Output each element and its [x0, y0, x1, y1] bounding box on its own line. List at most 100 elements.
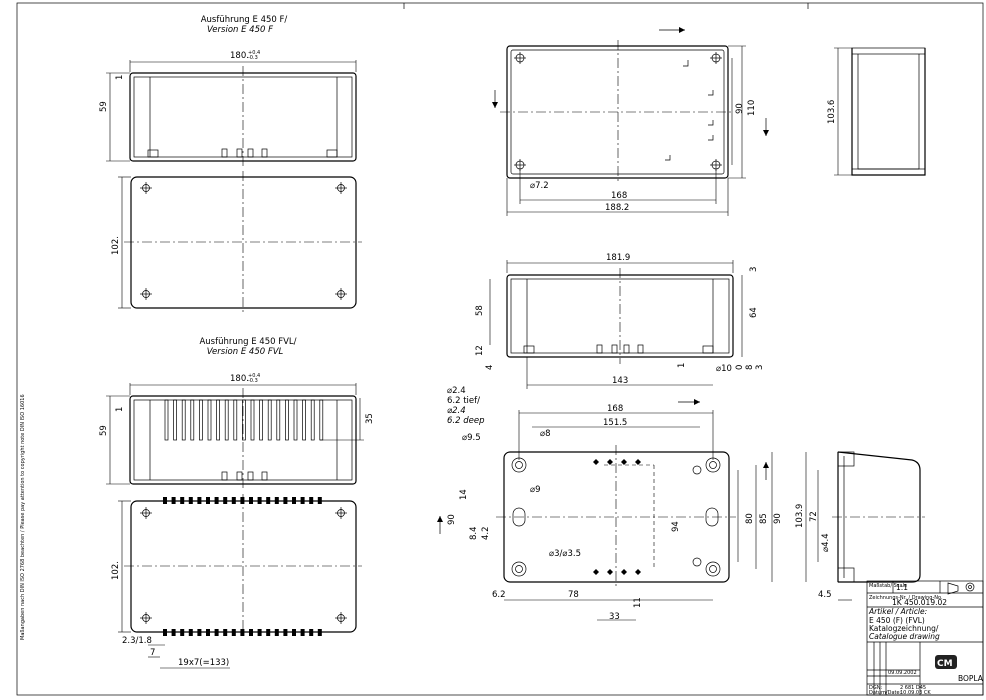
svg-text:6.2: 6.2	[492, 590, 506, 600]
fin-tab	[283, 497, 288, 504]
fin-tab	[309, 629, 314, 636]
title-f-de: Ausführung E 450 F/	[201, 15, 288, 25]
fin-tab	[223, 497, 228, 504]
svg-text:-0.3: -0.3	[248, 378, 258, 384]
fin-tab	[283, 629, 288, 636]
svg-text:⌀10: ⌀10	[716, 364, 732, 374]
svg-text:4.5: 4.5	[818, 590, 832, 600]
side-note: Maßangaben nach DIN ISO 2768 beachten / …	[20, 394, 26, 640]
dim-180-top: 180.	[230, 51, 249, 61]
svg-text:+0.4: +0.4	[248, 373, 260, 379]
fin-tab	[249, 497, 253, 504]
svg-text:180.: 180.	[230, 374, 249, 384]
fin-tab	[317, 629, 322, 636]
fin-tab	[180, 629, 185, 636]
svg-text:DGN:: DGN:	[869, 685, 882, 691]
fin-tab	[240, 629, 245, 636]
svg-text:1: 1	[677, 363, 687, 368]
dim-59: 59	[99, 101, 109, 112]
svg-text:151.5: 151.5	[603, 418, 627, 428]
svg-text:0: 0	[735, 365, 745, 370]
svg-text:7: 7	[150, 648, 155, 658]
svg-text:11: 11	[633, 597, 643, 608]
fin-tab	[249, 629, 253, 636]
view-f-top: 102.	[111, 171, 362, 314]
svg-text:-0.3: -0.3	[248, 55, 258, 61]
article-number: E 450 (F) (FVL)	[869, 616, 925, 625]
fin-tab	[274, 629, 279, 636]
cooling-fin	[259, 399, 263, 441]
fin-tab	[206, 497, 210, 504]
svg-text:72: 72	[809, 511, 819, 522]
fin-tab	[240, 497, 245, 504]
cooling-fin	[242, 399, 246, 441]
dim-102: 102.	[111, 236, 121, 255]
fin-tab	[317, 497, 322, 504]
fin-tab	[231, 629, 236, 636]
svg-text:8.4: 8.4	[469, 526, 479, 540]
svg-text:+0.4: +0.4	[248, 50, 260, 56]
cooling-fin	[224, 399, 229, 441]
fin-tab	[231, 497, 236, 504]
cooling-fin	[293, 399, 298, 441]
fin-tab	[257, 497, 262, 504]
fin-tab	[223, 629, 228, 636]
cooling-fin	[164, 399, 169, 441]
dim-181-9: 181.9	[606, 253, 630, 263]
svg-text:90: 90	[447, 514, 457, 525]
svg-text:90: 90	[773, 513, 783, 524]
cooling-fin	[250, 399, 255, 441]
view-section-u: 103.6	[827, 47, 926, 176]
fin-tab	[197, 629, 202, 636]
svg-text:64: 64	[749, 307, 759, 318]
svg-text:4: 4	[485, 365, 495, 370]
svg-text:⌀3/⌀3.5: ⌀3/⌀3.5	[549, 549, 581, 559]
svg-text:1: 1	[115, 407, 125, 412]
svg-text:85: 85	[759, 513, 769, 524]
mounting-point	[607, 459, 613, 465]
view-f-front: Ausführung E 450 F/ Version E 450 F 180.…	[99, 15, 357, 166]
fin-tab	[180, 497, 185, 504]
fin-tab	[163, 629, 167, 636]
mounting-point	[607, 569, 613, 575]
dim-103-6: 103.6	[827, 100, 837, 124]
svg-text:110: 110	[747, 100, 757, 116]
svg-text:⌀4.4: ⌀4.4	[821, 533, 831, 552]
fin-tab	[300, 497, 305, 504]
svg-text:1: 1	[115, 75, 125, 80]
svg-text:12: 12	[475, 345, 485, 356]
svg-text:1:1: 1:1	[896, 583, 908, 592]
view-fvl-top: 102. 2.3/1.8 7 19x7(=133)	[111, 494, 362, 669]
svg-text:Datum/Date:: Datum/Date:	[869, 690, 902, 696]
fin-tab	[266, 497, 271, 504]
projection-symbol-icon	[947, 582, 975, 595]
svg-text:⌀2.4: ⌀2.4	[447, 406, 466, 416]
view-middle-front: 181.9 3 64 58 12 4 1 ⌀10 0 8 3 143	[475, 253, 765, 389]
cooling-fin	[310, 399, 315, 441]
fin-tab	[171, 629, 176, 636]
fin-tab	[309, 497, 314, 504]
cooling-fin	[319, 399, 324, 441]
drawing-frame	[16, 2, 984, 696]
dim-188: 188.2	[605, 203, 629, 213]
svg-text:94: 94	[671, 521, 681, 532]
svg-text:33: 33	[609, 612, 620, 622]
dim-168-plan: 168	[611, 191, 627, 201]
svg-text:6.2 tief/: 6.2 tief/	[447, 396, 480, 406]
fin-tab	[292, 629, 296, 636]
fin-tab	[171, 497, 176, 504]
cooling-fin	[173, 399, 177, 441]
svg-text:09.09.2002: 09.09.2002	[888, 670, 917, 676]
view-fvl-front: Ausführung E 450 FVL/ Version E 450 FVL …	[99, 337, 375, 490]
svg-text:59: 59	[99, 425, 109, 436]
mounting-point	[593, 459, 599, 465]
fin-tab	[214, 497, 219, 504]
company-name: BOPLA	[958, 674, 984, 683]
dim-19x7: 19x7(=133)	[178, 658, 229, 668]
fin-tab	[188, 629, 193, 636]
view-side-profile: 103.9 72 ⌀4.4 4.5	[795, 451, 925, 601]
cooling-fin	[199, 399, 203, 441]
svg-text:Katalogzeichnung/: Katalogzeichnung/	[869, 624, 939, 633]
svg-text:10.09.03 CK: 10.09.03 CK	[900, 690, 931, 696]
svg-text:80: 80	[745, 513, 755, 524]
